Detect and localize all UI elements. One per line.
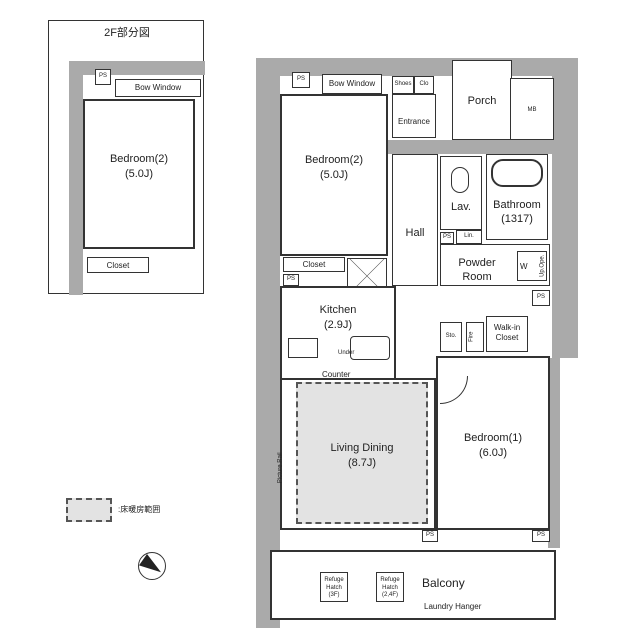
outer-wall — [548, 358, 560, 548]
ps: PS — [532, 290, 550, 306]
legend-label: :床暖房範囲 — [118, 505, 161, 514]
inset-title: 2F部分図 — [104, 27, 150, 39]
hall: Hall — [392, 154, 438, 286]
bathroom: Bathroom (1317) — [486, 154, 548, 240]
stove-icon — [288, 338, 318, 358]
inset-bow-window: Bow Window — [115, 79, 201, 97]
ps: PS — [440, 232, 454, 244]
living-dining: Living Dining (8.7J) Picture Rail — [278, 378, 436, 530]
ps: PS — [283, 274, 299, 286]
shoes-closet: Shoes — [392, 76, 414, 94]
sink-icon — [350, 336, 390, 360]
legend-swatch — [66, 498, 112, 522]
washer: W Up.Ope. — [517, 251, 547, 281]
outer-wall — [552, 58, 578, 358]
bedroom-2: Bedroom(2) (5.0J) — [280, 94, 388, 256]
north-compass-icon — [138, 552, 166, 580]
bow-window: Bow Window — [322, 74, 382, 94]
bedroom-1: Bedroom(1) (6.0J) — [436, 356, 550, 530]
floor-heating-area — [296, 382, 428, 524]
closet: Closet — [283, 257, 345, 272]
lavatory: Lav. — [440, 156, 482, 230]
balcony: Refuge Hatch (3F) Refuge Hatch (2,4F) Ba… — [270, 550, 556, 620]
fire-hose: Fire — [466, 322, 484, 352]
storage: Sto. — [440, 322, 462, 352]
outer-wall — [386, 140, 556, 154]
refuge-hatch-3f: Refuge Hatch (3F) — [320, 572, 348, 602]
entrance: Entrance — [392, 94, 436, 138]
bathtub-icon — [491, 159, 543, 187]
clo: Clo — [414, 76, 434, 94]
porch: Porch — [452, 60, 512, 140]
inset-ps: PS — [95, 69, 111, 85]
inset-2f-plan: 2F部分図 Bow Window PS Bedroom(2) (5.0J) Cl… — [48, 20, 205, 295]
toilet-icon — [451, 167, 469, 193]
ps: PS — [422, 530, 438, 542]
ps: PS — [532, 530, 550, 542]
inset-wall — [69, 61, 205, 75]
mb: MB — [510, 78, 554, 140]
walk-in-closet: Walk-in Closet — [486, 316, 528, 352]
inset-wall — [69, 61, 83, 295]
outer-wall — [256, 58, 280, 628]
inset-bedroom: Bedroom(2) (5.0J) — [83, 99, 195, 249]
ps: PS — [292, 72, 310, 88]
inset-closet: Closet — [87, 257, 149, 273]
linen: Lin. — [456, 230, 482, 244]
refuge-hatch-24f: Refuge Hatch (2,4F) — [376, 572, 404, 602]
kitchen: Kitchen (2.9J) Under Counter — [280, 286, 396, 380]
powder-room: Powder Room W Up.Ope. — [440, 244, 550, 286]
